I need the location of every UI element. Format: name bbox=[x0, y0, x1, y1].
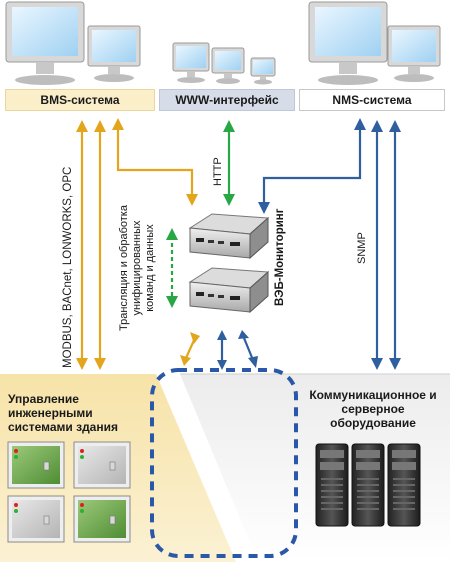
integration-highlight-ring bbox=[150, 368, 298, 558]
www-monitor-2-icon bbox=[211, 47, 245, 84]
www-monitor-1-icon bbox=[172, 42, 210, 83]
translation-note-line-1: Трансляция и обработка bbox=[118, 205, 130, 331]
www-monitor-3-icon bbox=[250, 57, 276, 85]
translation-note-line-2: унифицированных bbox=[131, 220, 143, 316]
translation-dashed-arrow bbox=[166, 228, 178, 308]
nms-link-arrow-1 bbox=[371, 120, 383, 370]
building-zone-title-line-3: системами здания bbox=[8, 420, 118, 434]
translation-note: Трансляция и обработка унифицированных к… bbox=[118, 194, 157, 342]
web-monitoring-label: ВЭБ-Мониторинг bbox=[274, 208, 286, 306]
comm-zone-title: Коммуникационное и серверное оборудовани… bbox=[300, 388, 446, 430]
device-bms-down-arrow bbox=[180, 332, 200, 366]
comm-zone-title-line-2: серверное оборудование bbox=[330, 402, 416, 430]
server-2-icon bbox=[351, 443, 385, 527]
building-zone-title: Управление инженерными системами здания bbox=[8, 392, 118, 434]
control-panel-4-icon bbox=[73, 495, 131, 543]
web-monitoring-device-icon bbox=[188, 213, 270, 314]
bms-link-arrow-1 bbox=[76, 120, 88, 370]
bms-link-arrow-2 bbox=[94, 120, 106, 370]
http-label: HTTP bbox=[212, 157, 224, 186]
device-comm-arrow-1 bbox=[217, 330, 227, 370]
bms-system-label: BMS-система bbox=[5, 89, 155, 111]
building-zone-title-line-1: Управление bbox=[8, 392, 79, 406]
bms-monitor-small-icon bbox=[87, 25, 141, 82]
snmp-label: SNMP bbox=[356, 232, 368, 264]
control-panel-2-icon bbox=[73, 441, 131, 489]
translation-note-line-3: команд и данных bbox=[144, 224, 156, 312]
nms-monitor-large-icon bbox=[308, 1, 388, 85]
comm-zone-title-line-1: Коммуникационное и bbox=[309, 388, 437, 402]
nms-system-label: NMS-система bbox=[299, 89, 445, 111]
bms-protocols-label: MODBUS, BACnet, LONWORKS, OPC bbox=[62, 166, 74, 368]
server-1-icon bbox=[315, 443, 349, 527]
control-panel-3-icon bbox=[7, 495, 65, 543]
nms-link-arrow-2 bbox=[389, 120, 401, 370]
control-panel-1-icon bbox=[7, 441, 65, 489]
http-arrow bbox=[223, 120, 235, 206]
device-comm-arrow-2 bbox=[238, 330, 258, 368]
building-zone-title-line-2: инженерными bbox=[8, 406, 93, 420]
nms-device-arrow bbox=[258, 118, 366, 214]
server-3-icon bbox=[387, 443, 421, 527]
nms-monitor-small-icon bbox=[387, 25, 441, 82]
bms-device-arrow bbox=[112, 118, 198, 206]
www-interface-label: WWW-интерфейс bbox=[159, 89, 295, 111]
bms-monitor-large-icon bbox=[5, 1, 85, 85]
